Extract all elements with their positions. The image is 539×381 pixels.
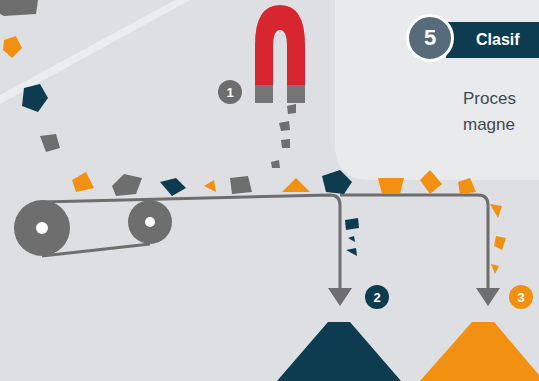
callout-number: 1 [218,80,242,104]
rock [420,170,442,194]
non-magnetic-pile [420,322,539,381]
number-text: 3 [517,290,524,305]
heading-text: Clasif [476,31,520,49]
particle [287,104,296,114]
rock [378,178,404,194]
rock [22,84,48,112]
rock [40,134,60,152]
particle [490,204,502,218]
flow-line [340,195,488,290]
rock [160,178,186,196]
conveyor-belt [42,195,340,290]
magnet-pole [287,85,305,103]
magnet [255,5,305,85]
particle [271,160,280,168]
section-heading: Clasif [446,22,539,58]
rock [0,0,38,16]
rock [3,36,22,58]
body-text: Proces magne [463,86,535,137]
rock [230,176,252,194]
particle [345,218,359,230]
step-badge: 5 [406,14,454,62]
particle [348,236,355,242]
rock [322,170,352,194]
number-text: 5 [424,25,436,51]
number-text: 1 [226,85,233,100]
magnetic-pile [277,322,401,381]
callout-number: 3 [509,285,533,309]
rock [282,178,310,192]
rock [204,180,216,192]
callout-number: 2 [365,285,389,309]
particle [279,121,290,131]
particle [494,236,506,250]
magnet-pole [255,85,273,103]
rock [112,174,142,196]
particle [346,248,357,256]
particle [281,139,290,148]
pulley-hub [36,222,48,234]
arrow-head [476,288,500,306]
particle [491,264,499,274]
light-panel [335,0,539,180]
arrow-head [328,288,352,306]
rock [72,172,94,192]
rock [458,178,476,194]
number-text: 2 [373,290,380,305]
pulley [128,200,172,244]
pulley [14,200,70,256]
pulley-hub [145,217,155,227]
